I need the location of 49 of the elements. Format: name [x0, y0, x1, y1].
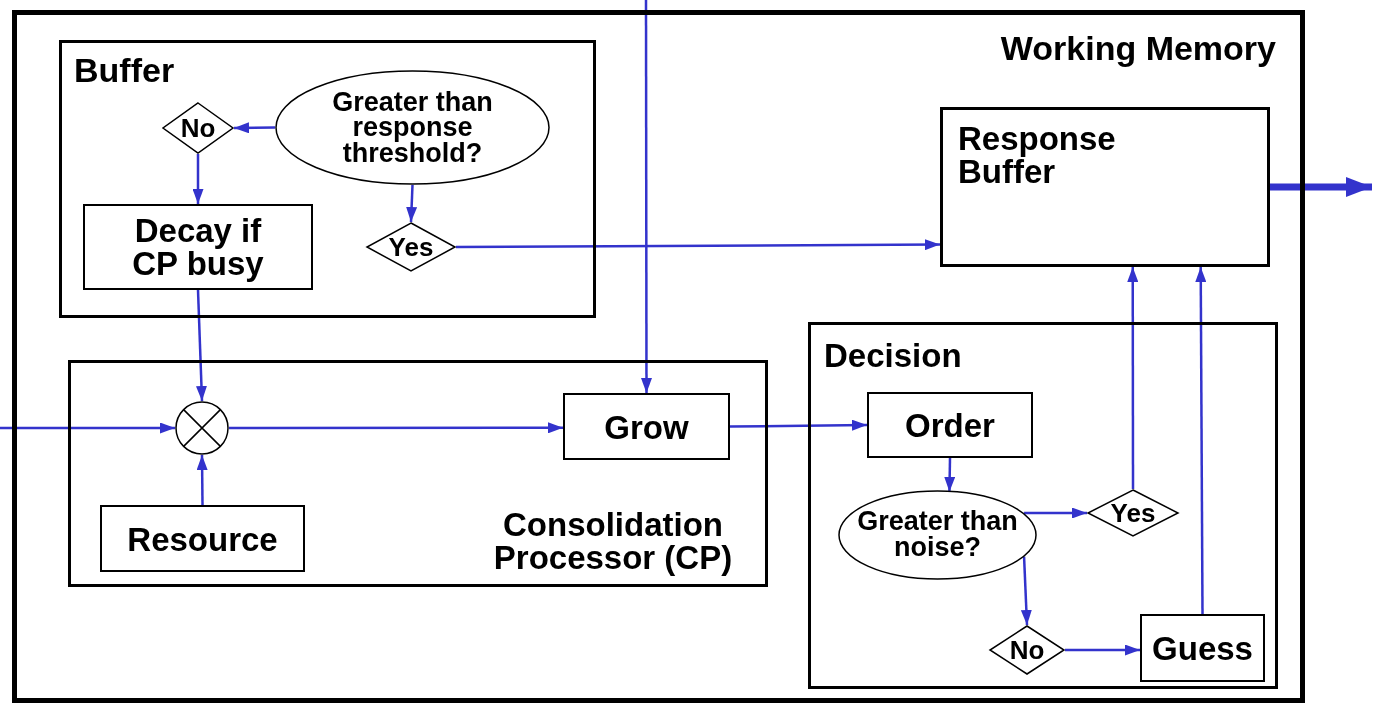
arrow [1065, 644, 1140, 656]
decision-diamond [162, 102, 234, 154]
arrow [192, 154, 204, 204]
decision-diamond [989, 625, 1065, 675]
processor-panel [68, 360, 768, 587]
arrow [195, 289, 207, 402]
heading: Consolidation Processor (CP) [492, 508, 734, 574]
decision-panel [808, 322, 1278, 689]
heading: Buffer [74, 53, 175, 87]
condition-label: Yes [1110, 500, 1156, 526]
condition-ellipse [275, 70, 550, 185]
arrow [1024, 507, 1087, 519]
condition-label: Greater than response threshold? [331, 89, 494, 166]
buffer-panel [59, 40, 596, 318]
arrow [406, 184, 418, 223]
process-label: Decay if CP busy [131, 214, 265, 280]
decision-diamond [1087, 489, 1179, 537]
working-memory-panel [12, 10, 1305, 703]
process-label: Guess [1152, 631, 1253, 665]
arrow [730, 419, 867, 431]
arrow [1195, 267, 1207, 614]
arrow [456, 239, 940, 251]
process-box [867, 392, 1033, 458]
condition-label: Yes [388, 234, 434, 260]
process-label: Resource [127, 522, 278, 555]
response-buffer-box [940, 107, 1270, 267]
arrow [641, 0, 652, 393]
heading: Working Memory [1000, 31, 1276, 65]
condition-ellipse [838, 490, 1037, 580]
arrow [196, 455, 208, 505]
process-box [1140, 614, 1265, 682]
process-label: Order [905, 408, 995, 442]
heading: Response Buffer [958, 122, 1117, 188]
condition-label: No [1009, 637, 1045, 663]
condition-label: No [180, 115, 216, 141]
arrow [1127, 267, 1139, 489]
process-box [100, 505, 305, 572]
process-box [83, 204, 313, 290]
process-box [563, 393, 730, 460]
arrow [1020, 556, 1032, 626]
process-label: Grow [604, 410, 689, 443]
arrow [229, 422, 563, 434]
heading: Decision [824, 339, 962, 372]
arrow [0, 422, 175, 434]
decision-diamond [366, 222, 456, 272]
arrow [234, 122, 275, 134]
arrow [944, 457, 956, 492]
multiplier-junction [175, 401, 229, 455]
condition-label: Greater than noise? [856, 509, 1019, 561]
